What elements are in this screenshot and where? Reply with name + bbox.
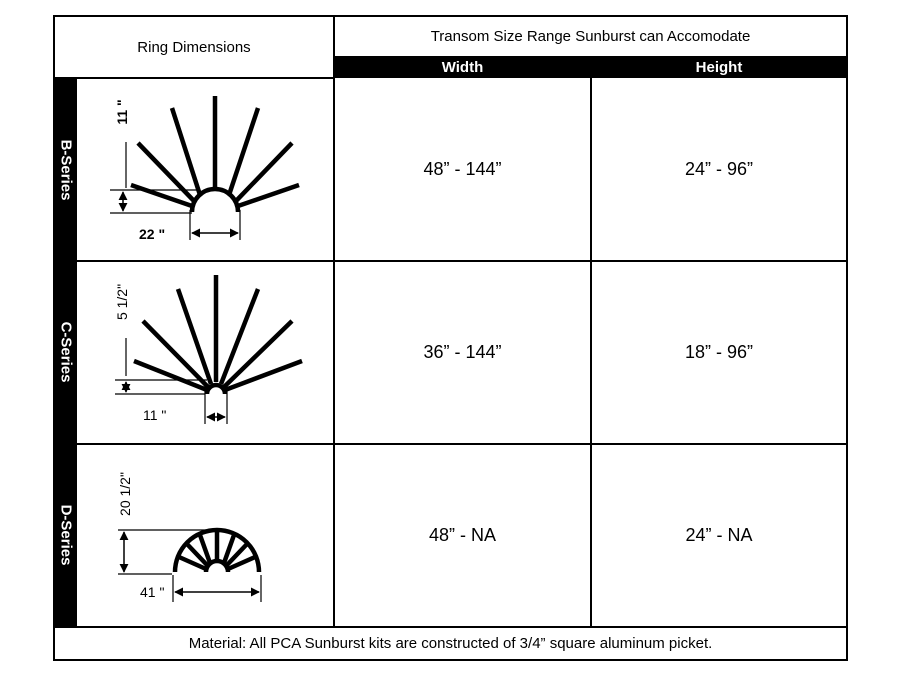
width-range-c: 36” - 144” (423, 342, 502, 362)
c-series-width-dimension: 11 " (143, 407, 166, 423)
series-sidebar (55, 79, 77, 260)
divider (333, 17, 335, 627)
transom-size-header: Transom Size Range Sunburst can Accomoda… (430, 27, 751, 45)
width-range-b: 48” - 144” (423, 159, 502, 179)
width-column-header: Width (335, 56, 590, 78)
b-series-ring-diagram: 22 " 11 " (110, 96, 300, 242)
d-series-width-dimension: 41 " (140, 584, 164, 600)
d-series-height-dimension: 20 1/2" (117, 472, 133, 516)
divider (55, 626, 846, 628)
divider (590, 56, 592, 627)
c-series-ring-diagram: 11 " 5 1/2" (114, 275, 303, 424)
b-series-width-dimension: 22 " (139, 226, 165, 242)
b-series-height-dimension: 11 " (114, 99, 130, 124)
divider (55, 443, 846, 445)
series-sidebar (55, 445, 77, 626)
divider (55, 260, 846, 262)
width-range-d: 48” - NA (428, 525, 497, 545)
height-range-b: 24” - 96” (684, 159, 754, 179)
material-note: Material: All PCA Sunburst kits are cons… (188, 634, 713, 652)
height-range-d: 24” - NA (685, 525, 753, 545)
divider (55, 77, 333, 79)
height-column-header: Height (592, 56, 846, 78)
ring-dimensions-header: Ring Dimensions (137, 38, 251, 56)
series-sidebar (55, 262, 77, 443)
height-range-c: 18” - 96” (684, 342, 754, 362)
d-series-ring-diagram: 41 " 20 1/2" (117, 472, 262, 602)
c-series-height-dimension: 5 1/2" (114, 284, 130, 320)
spec-table (53, 15, 848, 661)
